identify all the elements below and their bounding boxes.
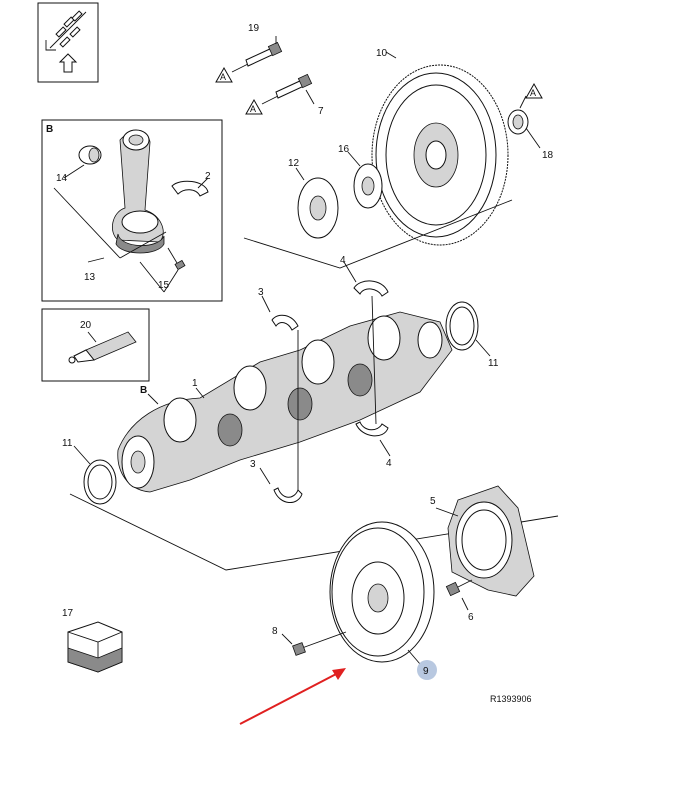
callout-11-left: 11 — [62, 438, 73, 449]
rod-cap — [115, 233, 165, 254]
rear-seal-housing: 5 — [430, 485, 535, 597]
seal-ring-right-11: 11 — [445, 301, 499, 369]
reference-code: R1393906 — [490, 694, 532, 704]
orientation-arrow-icon — [45, 10, 87, 73]
triangle-a-icon-2: A — [250, 104, 256, 114]
main-bearing-lower-3: 3 — [250, 459, 303, 503]
sealant-inset: 20 — [41, 308, 150, 382]
callout-4-top: 4 — [340, 255, 346, 266]
flywheel: 10 — [371, 48, 509, 246]
callout-b-marker: B — [140, 385, 147, 396]
sealant-tube-icon — [68, 331, 137, 364]
callout-10: 10 — [376, 48, 388, 59]
red-pointer-arrow-icon — [239, 668, 346, 725]
thrust-bearing-upper-4: 4 — [340, 255, 389, 425]
callout-17: 17 — [62, 608, 74, 619]
triangle-a-icon: A — [220, 72, 226, 82]
crankshaft-damper — [329, 521, 435, 665]
package-box-icon: 17 — [62, 608, 123, 673]
callout-3-bottom: 3 — [250, 459, 256, 470]
highlight-badge[interactable] — [417, 660, 437, 680]
bolt-19: A 19 — [215, 23, 283, 83]
shim-plate-16: 16 — [338, 144, 383, 209]
callout-20: 20 — [80, 320, 92, 331]
drive-plate-12: 12 — [288, 158, 339, 239]
connecting-rod-inset: B 14 2 13 15 — [41, 119, 223, 302]
callout-16: 16 — [338, 144, 350, 155]
highlight-callout-9[interactable]: 9 — [417, 660, 437, 680]
callout-18: 18 — [542, 150, 554, 161]
callout-13: 13 — [84, 272, 96, 283]
callout-4-bottom: 4 — [386, 458, 392, 469]
bolt-8: 8 — [272, 626, 347, 656]
crankshaft: 1 B — [117, 311, 453, 493]
thrust-bearing-lower-4: 4 — [355, 421, 392, 469]
pilot-bearing: A 18 — [507, 82, 554, 161]
orientation-box — [37, 2, 99, 83]
callout-15: 15 — [158, 280, 170, 291]
callout-1: 1 — [192, 378, 198, 389]
leader-group-top — [243, 199, 513, 269]
main-bearing-upper-3: 3 — [258, 287, 299, 500]
rod-bearing-shell — [171, 180, 209, 197]
callout-11-right: 11 — [488, 358, 499, 369]
triangle-a-icon-3: A — [530, 88, 536, 98]
leader-group-bottom — [69, 493, 559, 571]
seal-ring-left-11: 11 — [62, 438, 117, 505]
callout-19: 19 — [248, 23, 260, 34]
callout-14: 14 — [56, 173, 68, 184]
callout-7: 7 — [318, 106, 324, 117]
callout-8: 8 — [272, 626, 278, 637]
bolt-6: 6 — [445, 579, 474, 623]
callout-9: 9 — [423, 666, 429, 677]
bolt-7: A 7 — [245, 73, 324, 117]
callout-12: 12 — [288, 158, 300, 169]
callout-5: 5 — [430, 496, 436, 507]
inset-b-label: B — [46, 124, 53, 135]
callout-2: 2 — [205, 171, 211, 182]
callout-3-top: 3 — [258, 287, 264, 298]
callout-6: 6 — [468, 612, 474, 623]
